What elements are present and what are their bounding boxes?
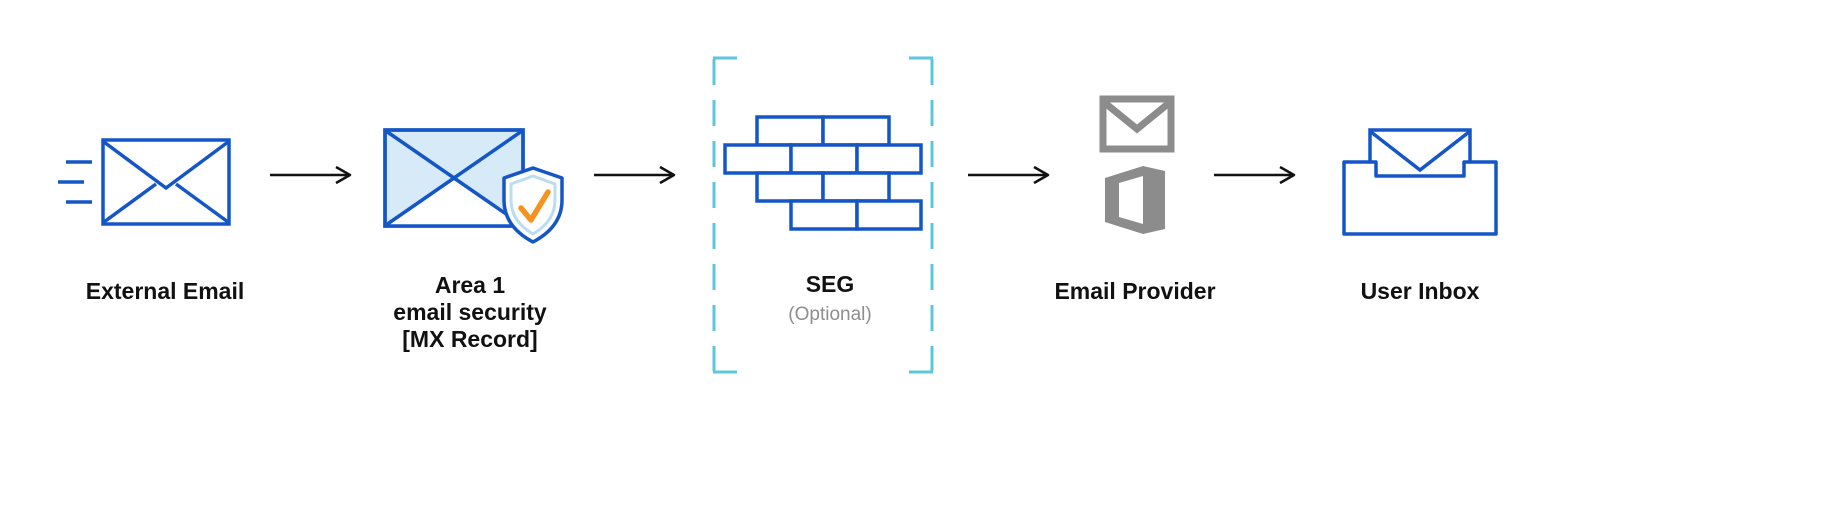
node-label-area1: Area 1 email security [MX Record]	[340, 272, 600, 353]
node-label-seg: SEG (Optional)	[700, 271, 960, 328]
external-email-label: External Email	[85, 278, 245, 304]
arrow-external-to-area1	[268, 163, 360, 187]
node-label-user-inbox: User Inbox	[1290, 278, 1550, 305]
arrow-seg-to-provider	[966, 163, 1058, 187]
area1-label-line1: Area 1	[434, 272, 506, 298]
seg-label: SEG	[805, 271, 855, 297]
arrow-area1-to-seg	[592, 163, 684, 187]
node-label-external-email: External Email	[35, 278, 295, 305]
node-label-email-provider: Email Provider	[1005, 278, 1265, 305]
user-inbox-label: User Inbox	[1360, 278, 1480, 304]
seg-optional-sublabel: (Optional)	[788, 304, 872, 325]
envelope-shield-check-icon	[383, 124, 568, 249]
optional-dashed-frame	[711, 55, 935, 375]
firewall-bricks-icon	[723, 115, 923, 233]
gmail-icon	[1099, 95, 1175, 153]
inbox-tray-envelope-icon	[1340, 128, 1500, 238]
office-icon	[1105, 166, 1165, 234]
area1-label-line2: email security	[393, 299, 547, 325]
area1-label-line3: [MX Record]	[402, 326, 538, 352]
email-provider-label: Email Provider	[1054, 278, 1216, 304]
incoming-envelope-icon	[58, 136, 233, 228]
arrow-provider-to-inbox	[1212, 163, 1304, 187]
